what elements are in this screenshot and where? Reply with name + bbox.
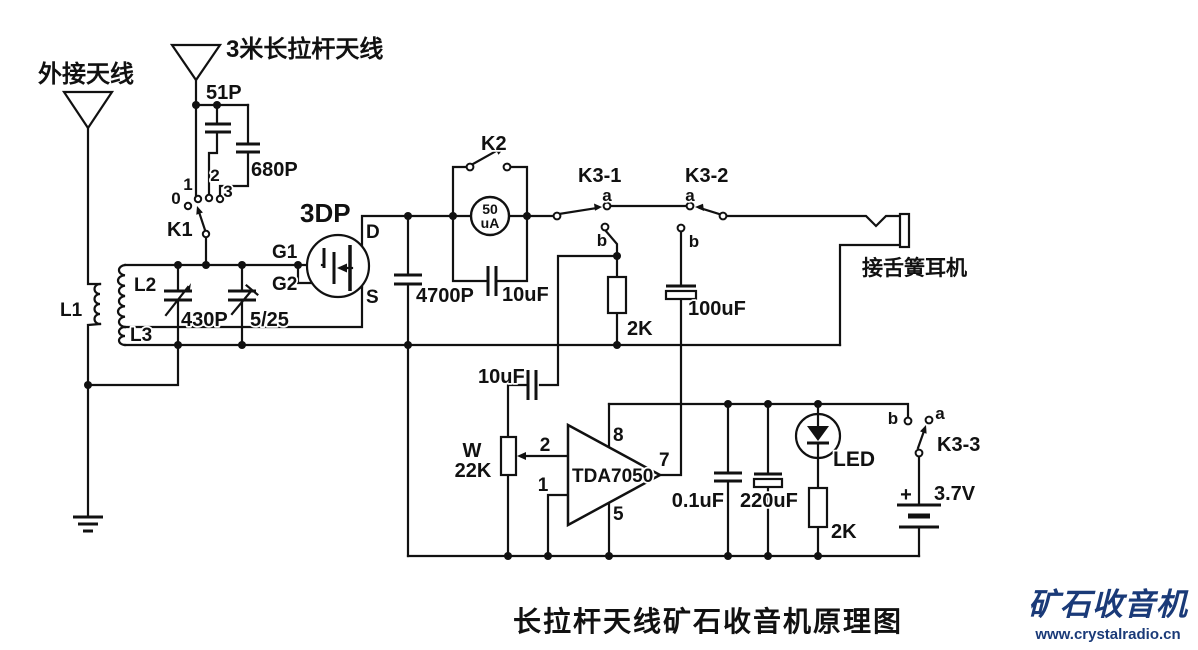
earphone-jack-icon: [898, 212, 911, 249]
label-k3-2-b: b: [689, 232, 699, 251]
label-telescopic-antenna: 3米长拉杆天线: [226, 35, 383, 63]
meter-unit: uA: [481, 215, 500, 231]
resistor-2k-led: [807, 486, 829, 529]
label-d: D: [366, 222, 380, 243]
label-k3-1-b: b: [597, 231, 607, 250]
label-3dp: 3DP: [300, 198, 351, 228]
label-c51p: 51P: [206, 82, 242, 104]
label-earphone: 接舌簧耳机: [862, 256, 967, 280]
label-battery-plus: +: [900, 484, 912, 506]
label-pin1: 1: [538, 475, 549, 496]
label-pin7: 7: [659, 450, 670, 471]
switch-k3-1: [552, 201, 612, 232]
label-r2k-detector: 2K: [627, 318, 653, 340]
label-k3-1: K3-1: [578, 165, 621, 187]
led-icon: [794, 412, 842, 460]
capacitor-430p-variable: [164, 283, 192, 317]
label-l1: L1: [60, 300, 83, 321]
resistor-2k-detector: [606, 275, 628, 315]
label-c10uf-coupling: 10uF: [478, 366, 525, 388]
antenna-external-icon: [61, 90, 115, 130]
label-w: W: [463, 440, 482, 462]
label-led: LED: [833, 448, 875, 471]
label-k3-2: K3-2: [685, 165, 728, 187]
label-k3-1-a: a: [602, 186, 612, 205]
label-external-antenna: 外接天线: [38, 60, 134, 88]
label-k1: K1: [167, 219, 193, 241]
label-c220uf: 220uF: [740, 490, 798, 512]
capacitor-220uf: [752, 472, 784, 489]
potentiometer-w22k: [499, 435, 526, 477]
label-pin8: 8: [613, 425, 624, 446]
label-s: S: [366, 287, 379, 308]
label-k3-3: K3-3: [937, 434, 980, 456]
label-k1-2: 2: [210, 166, 219, 185]
watermark: 矿石收音机 www.crystalradio.cn: [1028, 587, 1189, 643]
capacitor-51p: [205, 122, 231, 134]
label-r2k-led: 2K: [831, 521, 857, 543]
switch-k3-3: [903, 415, 934, 458]
capacitor-10uf-coupling: [526, 370, 538, 400]
label-l3: L3: [130, 325, 152, 346]
diagram-title: 长拉杆天线矿石收音机原理图: [513, 605, 903, 637]
meter-50ua: [469, 195, 511, 237]
capacitor-5-25-trimmer: [228, 283, 259, 316]
amplifier-tda7050: [566, 422, 663, 528]
label-k3-3-b: b: [888, 409, 898, 428]
label-c10uf-meter: 10uF: [502, 284, 549, 306]
label-r22k: 22K: [455, 460, 492, 482]
coil-l2-l3: [116, 263, 127, 347]
mosfet-3dp: [305, 233, 371, 299]
label-c01uf: 0.1uF: [672, 490, 724, 512]
label-k3-2-a: a: [685, 186, 695, 205]
capacitor-680p: [236, 142, 260, 154]
label-k3-3-a: a: [935, 404, 945, 423]
label-k1-0: 0: [171, 189, 180, 208]
watermark-url: www.crystalradio.cn: [1034, 626, 1180, 643]
label-c4700p: 4700P: [416, 285, 474, 307]
switch-k3-2: [676, 201, 728, 233]
label-k2: K2: [481, 133, 507, 155]
label-k1-3: 3: [223, 182, 232, 201]
switch-k2: [465, 148, 512, 172]
junction-dots: [84, 101, 822, 560]
capacitor-4700p: [394, 273, 422, 286]
label-c525: 5/25: [250, 309, 289, 331]
coil-l1: [93, 282, 102, 326]
antenna-telescopic-icon: [169, 43, 223, 82]
ground-icon: [73, 515, 103, 533]
switch-k1: [183, 193, 225, 239]
label-c680p: 680P: [251, 159, 298, 181]
capacitor-0_1uf: [714, 471, 742, 483]
label-pin5: 5: [613, 504, 624, 525]
label-c430p: 430P: [181, 309, 228, 331]
capacitor-10uf-meter: [486, 266, 498, 296]
label-g1: G1: [272, 242, 298, 263]
label-pin2: 2: [540, 435, 551, 456]
watermark-logo: 矿石收音机: [1028, 587, 1189, 622]
capacitor-100uf: [664, 284, 698, 301]
label-battery-voltage: 3.7V: [934, 483, 976, 505]
label-g2: G2: [272, 274, 297, 295]
label-l2: L2: [134, 275, 156, 296]
label-c100uf: 100uF: [688, 298, 746, 320]
label-k1-1: 1: [183, 175, 192, 194]
meter-value: 50: [482, 201, 498, 217]
label-tda7050: TDA7050: [572, 466, 653, 487]
battery-3_7v: [897, 503, 941, 529]
